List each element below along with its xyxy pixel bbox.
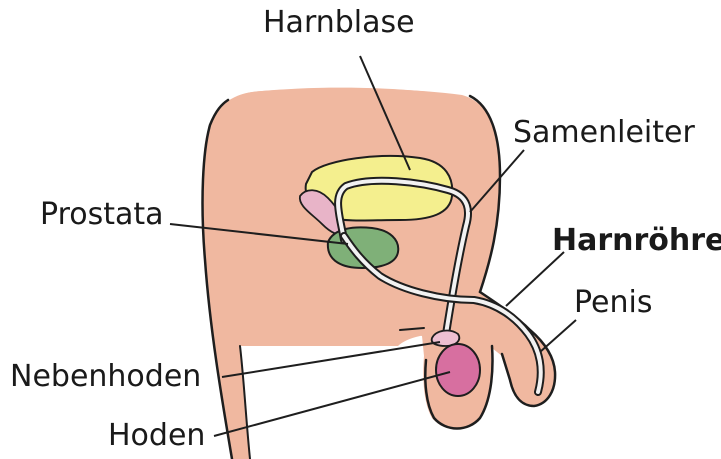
label-harnroehre: Harnröhre: [552, 226, 721, 256]
label-samenleiter: Samenleiter: [513, 118, 695, 148]
label-prostata: Prostata: [40, 200, 164, 230]
leader-hoden: [214, 372, 450, 436]
leader-harnroehre: [506, 252, 564, 306]
leader-nebenhoden: [222, 342, 440, 377]
label-hoden: Hoden: [108, 421, 205, 451]
label-nebenhoden: Nebenhoden: [10, 362, 201, 392]
label-harnblase: Harnblase: [263, 8, 415, 38]
leader-penis: [540, 320, 576, 352]
label-penis: Penis: [574, 288, 652, 318]
testicle-shape: [436, 344, 480, 396]
